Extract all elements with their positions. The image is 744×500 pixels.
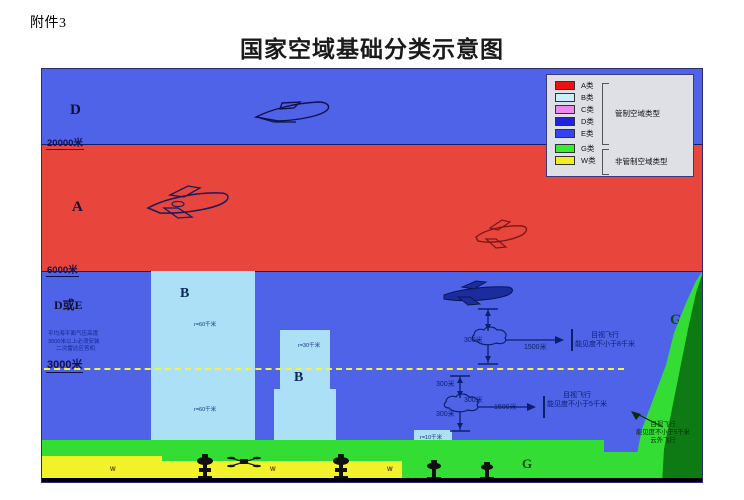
- legend-label-e: E类: [581, 128, 594, 138]
- legend-brace-controlled: [602, 83, 609, 145]
- b-radius-label-lower: r=60千米: [194, 407, 217, 413]
- vfr-lower-line1: 目视飞行: [563, 392, 591, 399]
- airliner-icon-a-class: [146, 185, 229, 219]
- mountain-note-line3: 云外飞行: [650, 437, 676, 444]
- label-class-b-left: B: [180, 286, 190, 301]
- transponder-note-line1: 平均海平面气压高度: [48, 331, 99, 337]
- vfr-lower-below-label: 300米: [436, 411, 455, 418]
- ground-yellow-layer-left: [42, 456, 162, 478]
- w-marker-1: W: [110, 467, 116, 473]
- b-radius-label-upper: r=60千米: [194, 322, 217, 328]
- legend-group-controlled: 管制空域类型: [615, 109, 660, 118]
- legend-label-c: C类: [581, 104, 594, 114]
- mountain-shape: [628, 272, 702, 482]
- mountain-note-line1: 目视飞行: [650, 421, 676, 428]
- legend-swatch-a: [555, 80, 575, 90]
- legend-row-a: A类: [555, 79, 693, 91]
- label-class-g-right: G: [670, 312, 682, 328]
- vfr-upper-horizontal-label: 1500米: [524, 344, 547, 351]
- legend-swatch-d: [555, 116, 575, 126]
- control-tower-icon-2: [333, 454, 349, 479]
- legend-label-b: B类: [581, 92, 594, 102]
- page-title: 国家空域基础分类示意图: [240, 37, 504, 62]
- legend-label-g: G类: [581, 143, 595, 153]
- ground-line: [42, 478, 702, 482]
- vfr-lower-horizontal-label: 1500米: [494, 404, 517, 411]
- legend-swatch-c: [555, 104, 575, 114]
- label-class-d-top: D: [70, 102, 81, 118]
- vfr-lower-diagram: [443, 375, 545, 432]
- legend-label-a: A类: [581, 80, 594, 90]
- legend-row-e: E类: [555, 127, 693, 139]
- altitude-20000m: 20000米: [46, 135, 84, 150]
- legend-label-d: D类: [581, 116, 594, 126]
- vfr-lower-line2: 能见度不小于5千米: [547, 401, 607, 408]
- label-class-b-mid: B: [294, 370, 304, 385]
- legend-row-g: G类: [555, 142, 693, 154]
- jet-icon-a-class: [475, 219, 528, 249]
- legend-swatch-w: [555, 155, 575, 165]
- legend-row-c: C类: [555, 103, 693, 115]
- legend-row-d: D类: [555, 115, 693, 127]
- vfr-upper-above-label: 300米: [464, 337, 483, 344]
- label-class-a: A: [72, 199, 83, 215]
- spaceplane-icon: [253, 101, 330, 123]
- w-marker-2: W: [270, 467, 276, 473]
- mountain-note-arrow: [631, 411, 664, 428]
- altitude-3000m: 3000米: [46, 356, 84, 373]
- tower-radius-label-3: r=10千米: [420, 435, 443, 441]
- attachment-label: 附件3: [30, 16, 67, 31]
- airliner-icon-vfr-upper: [443, 280, 513, 306]
- label-class-g-bottom: G: [522, 456, 533, 471]
- mountain-note-line2: 能见度不小于5千米: [636, 429, 690, 436]
- vfr-upper-diagram: [471, 308, 573, 365]
- vfr-upper-line1: 目视飞行: [591, 332, 619, 339]
- legend-swatch-e: [555, 128, 575, 138]
- legend-panel: A类 B类 C类 D类 E类 G类 W类 管制空域类型 非管制空域类型: [546, 74, 694, 177]
- legend-label-w: W类: [581, 155, 596, 165]
- legend-group-uncontrolled: 非管制空域类型: [615, 157, 668, 166]
- vfr-lower-above-label: 300米: [436, 381, 455, 388]
- airspace-diagram: D A D或E G 20000米 6000米 3000米 300米 120米 平…: [41, 68, 703, 483]
- legend-row-w: W类: [555, 154, 693, 166]
- transponder-note-line2: 3000米以上必须安装: [48, 338, 100, 345]
- vfr-upper-line2: 能见度不小于8千米: [575, 341, 635, 348]
- w-marker-3: W: [387, 467, 393, 473]
- transponder-note-line3: 二次雷达应答机: [56, 346, 96, 352]
- boundary-20000m: [42, 144, 702, 145]
- boundary-6000m: [42, 271, 702, 272]
- drone-icon: [227, 456, 261, 468]
- legend-brace-uncontrolled: [602, 149, 609, 175]
- label-class-d-or-e: D或E: [54, 298, 83, 312]
- legend-swatch-b: [555, 92, 575, 102]
- legend-swatch-g: [555, 143, 575, 153]
- altitude-6000m: 6000米: [46, 262, 79, 277]
- ground-green-layer-right: [604, 452, 644, 478]
- b-radius-label-mid: r=30千米: [298, 343, 321, 349]
- control-tower-icon-1: [197, 454, 213, 479]
- vfr-upper-below-label: 300米: [464, 397, 483, 404]
- dashed-line-3000m: [44, 368, 624, 370]
- legend-row-b: B类: [555, 91, 693, 103]
